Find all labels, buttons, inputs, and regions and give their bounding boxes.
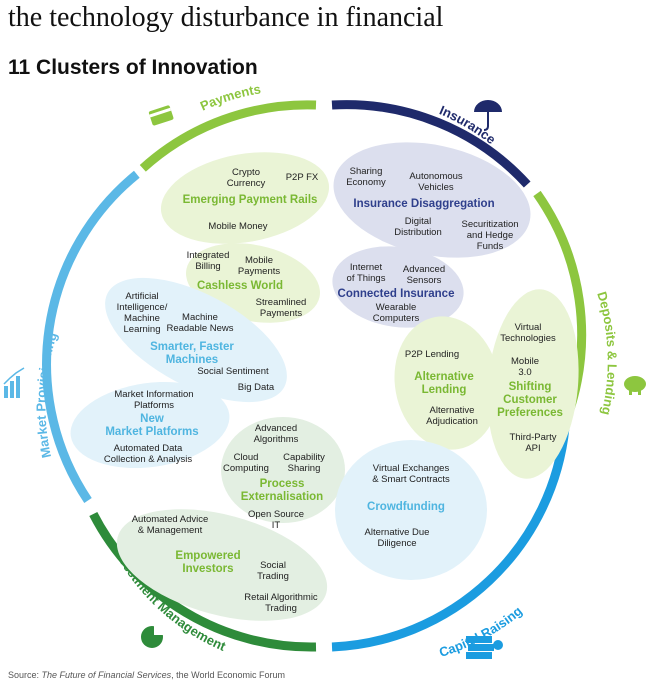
pie-chart-icon bbox=[141, 625, 164, 648]
cluster-name-disaggregation: Insurance Disaggregation bbox=[353, 198, 494, 210]
cluster-bg-market-platforms bbox=[70, 381, 230, 469]
cluster-bg-externalisation bbox=[221, 417, 345, 523]
item-big-data: Big Data bbox=[238, 382, 275, 393]
item-virtual-exchanges: Virtual Exchanges& Smart Contracts bbox=[372, 463, 450, 485]
money-stack-icon bbox=[466, 636, 503, 659]
cluster-name-crowdfunding: Crowdfunding bbox=[367, 501, 445, 513]
page-heading: the technology disturbance in financial bbox=[8, 2, 444, 33]
cluster-bg-smarter bbox=[105, 277, 287, 403]
cluster-bg-connected bbox=[332, 246, 464, 328]
cluster-bg-preferences bbox=[487, 289, 579, 479]
ring-segment-capital bbox=[331, 427, 570, 652]
ring-segment-insurance bbox=[331, 100, 531, 188]
item-p2p-lending: P2P Lending bbox=[405, 349, 459, 360]
umbrella-icon bbox=[474, 100, 502, 131]
cluster-name-connected: Connected Insurance bbox=[338, 288, 455, 300]
ring-segment-investment bbox=[89, 511, 317, 652]
item-social-sentiment: Social Sentiment bbox=[197, 366, 269, 377]
item-automated-advice: Automated Advice& Management bbox=[132, 514, 209, 536]
item-mobile-money: Mobile Money bbox=[208, 221, 267, 232]
ring-segment-market bbox=[42, 170, 140, 504]
item-p2p-fx: P2P FX bbox=[286, 172, 319, 183]
cluster-bg-payment-rails bbox=[160, 152, 330, 244]
cluster-bg-empowered bbox=[116, 509, 328, 621]
ring-label-deposits: Deposits & Lending bbox=[594, 290, 619, 417]
cluster-bg-alt-lending bbox=[394, 316, 500, 450]
cluster-bg-crowdfunding bbox=[335, 440, 487, 580]
cluster-name-payment-rails: Emerging Payment Rails bbox=[183, 194, 318, 206]
cluster-name-cashless: Cashless World bbox=[197, 280, 283, 292]
piggy-bank-icon bbox=[624, 376, 646, 395]
diagram-title: 11 Clusters of Innovation bbox=[8, 56, 258, 79]
credit-card-icon bbox=[148, 105, 174, 126]
bar-chart-icon bbox=[3, 367, 25, 398]
ring-segment-payments bbox=[139, 100, 317, 172]
cluster-bg-disaggregation bbox=[333, 142, 531, 258]
source-note: Source: The Future of Financial Services… bbox=[8, 670, 285, 680]
